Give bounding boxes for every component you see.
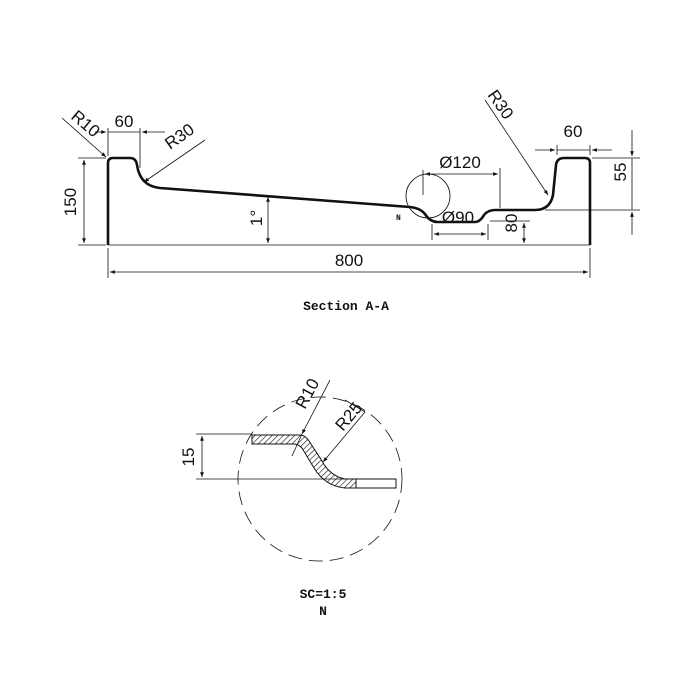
dim-drain-outer: Ø120 [439, 153, 481, 172]
detail-dim-r-top: R10 [292, 375, 323, 411]
dim-total-width: 800 [335, 251, 363, 270]
dim-right-rim-width: 60 [564, 122, 583, 141]
detail-dim-r-bottom: R25 [332, 398, 367, 434]
dim-right-fillet-radius: R30 [484, 86, 517, 122]
detail-name: N [319, 604, 327, 619]
section-profile [106, 156, 592, 246]
dim-step-height: 55 [611, 163, 630, 182]
dim-drain-inner: Ø90 [442, 208, 474, 227]
detail-dim-drop: 15 [179, 448, 198, 467]
section-title: Section A-A [303, 299, 389, 314]
dim-total-height: 150 [61, 188, 80, 216]
detail-view: 15 R10 R25 [179, 375, 403, 562]
dim-left-corner-radius: R10 [67, 107, 103, 142]
dim-drain-height: 80 [502, 214, 521, 233]
dim-slope: 1° [247, 210, 266, 226]
detail-scale: SC=1:5 [300, 587, 347, 602]
dim-left-rim-width: 60 [115, 112, 134, 131]
detail-marker-circle [405, 173, 451, 219]
detail-marker-label: N [396, 214, 401, 223]
